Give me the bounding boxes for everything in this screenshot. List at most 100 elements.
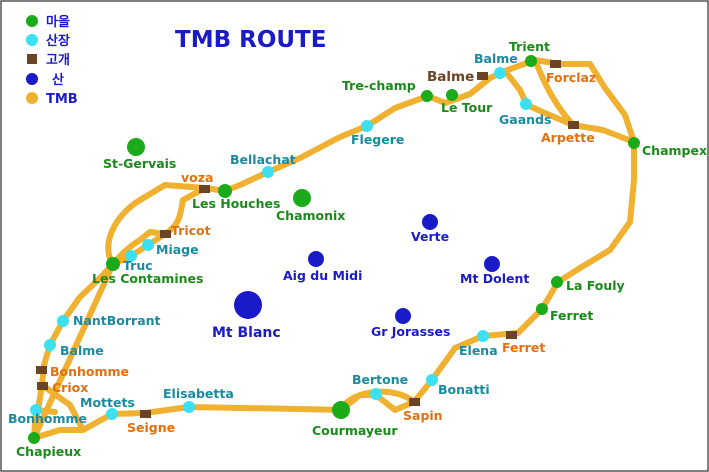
legend-hut-icon (26, 34, 38, 46)
legend-village-icon (26, 15, 38, 27)
marker-arpette (568, 121, 579, 129)
label-chamonix: Chamonix (276, 208, 345, 223)
route-arpette (532, 57, 576, 128)
label-tricot: Tricot (171, 223, 211, 238)
marker-criox (37, 382, 48, 390)
route-balme-trient (502, 68, 637, 145)
label-courmayeur: Courmayeur (312, 423, 398, 438)
label-ferret-pass: Ferret (502, 340, 545, 355)
marker-trient (525, 55, 537, 67)
marker-bonatti (426, 374, 438, 386)
label-trient: Trient (509, 39, 550, 54)
label-forclaz: Forclaz (546, 70, 596, 85)
label-bonhomme-hut: Bonhomme (8, 411, 87, 426)
label-les-houches: Les Houches (192, 196, 280, 211)
label-truc: Truc (123, 258, 153, 273)
label-gaands: Gaands (499, 112, 551, 127)
label-aig-du-midi: Aig du Midi (283, 268, 362, 283)
marker-elisabetta (183, 401, 195, 413)
marker-mt-dolent (484, 256, 500, 272)
legend-pass-label: 고개 (46, 53, 70, 68)
marker-gr-jorasses (395, 308, 411, 324)
marker-forclaz (550, 60, 561, 68)
route-tricot-variant (110, 185, 208, 267)
label-elena: Elena (459, 343, 498, 358)
label-gr-jorasses: Gr Jorasses (371, 324, 450, 339)
marker-balme-south (44, 339, 56, 351)
legend: 마을 산장 고개 산 TMB (26, 14, 78, 107)
label-flegere: Flegere (351, 132, 404, 147)
marker-balme-hut (494, 67, 506, 79)
labels: Trient Balme Balme Forclaz Tre-champ Le … (8, 39, 707, 459)
label-mt-dolent: Mt Dolent (460, 271, 529, 286)
label-sapin: Sapin (403, 408, 443, 423)
marker-st-gervais (127, 138, 145, 156)
legend-route-icon (26, 92, 38, 104)
label-bonhomme-pass: Bonhomme (50, 364, 129, 379)
marker-aig-du-midi (308, 251, 324, 267)
legend-route-label: TMB (46, 92, 78, 107)
label-champex: Champex (642, 143, 707, 158)
marker-courmayeur (332, 401, 350, 419)
legend-village-label: 마을 (46, 14, 70, 30)
marker-bellachat (262, 166, 274, 178)
marker-bertone (370, 388, 382, 400)
marker-voza (199, 185, 210, 193)
marker-ferret-village (536, 303, 548, 315)
legend-hut-label: 산장 (46, 33, 70, 49)
marker-les-contamines (106, 257, 120, 271)
marker-les-houches (218, 184, 232, 198)
legend-mountain-label: 산 (52, 72, 64, 88)
label-la-fouly: La Fouly (566, 278, 625, 293)
marker-nantborrant (57, 315, 69, 327)
marker-seigne (140, 410, 151, 418)
label-ferret-village: Ferret (550, 308, 593, 323)
marker-champex (628, 137, 640, 149)
label-seigne: Seigne (127, 420, 175, 435)
label-arpette: Arpette (541, 130, 595, 145)
label-criox: Criox (52, 380, 88, 395)
marker-mt-blanc (234, 291, 262, 319)
label-le-tour: Le Tour (441, 100, 493, 115)
label-tre-champ: Tre-champ (342, 78, 416, 93)
marker-le-tour (446, 89, 458, 101)
label-elisabetta: Elisabetta (163, 386, 234, 401)
marker-chapieux (28, 432, 40, 444)
marker-elena (477, 330, 489, 342)
marker-miage (142, 239, 154, 251)
marker-chamonix (293, 189, 311, 207)
route-bonhomme-variant (39, 382, 86, 433)
legend-mountain-icon (26, 73, 38, 85)
label-balme-south: Balme (60, 343, 104, 358)
map-title: TMB ROUTE (175, 27, 326, 53)
label-chapieux: Chapieux (16, 444, 81, 459)
label-voza: voza (181, 170, 213, 185)
label-verte: Verte (411, 229, 449, 244)
marker-flegere (361, 120, 373, 132)
label-nantborrant: NantBorrant (73, 313, 161, 328)
marker-la-fouly (551, 276, 563, 288)
marker-truc (125, 250, 137, 262)
marker-gaands (520, 98, 532, 110)
legend-pass-icon (27, 54, 37, 64)
marker-bonhomme-hut (30, 404, 42, 416)
label-bellachat: Bellachat (230, 152, 296, 167)
marker-mottets (106, 408, 118, 420)
label-les-contamines: Les Contamines (92, 271, 203, 286)
label-mottets: Mottets (80, 395, 135, 410)
marker-verte (422, 214, 438, 230)
marker-ferret-pass (506, 331, 517, 339)
label-bonatti: Bonatti (438, 382, 490, 397)
marker-tricot (160, 230, 171, 238)
label-miage: Miage (156, 242, 199, 257)
label-mt-blanc: Mt Blanc (212, 325, 281, 341)
marker-bonhomme-pass (36, 366, 47, 374)
marker-balme-pass (477, 72, 488, 80)
label-balme-hut: Balme (474, 51, 518, 66)
marker-tre-champ (421, 90, 433, 102)
label-st-gervais: St-Gervais (103, 156, 176, 171)
markers (28, 55, 640, 444)
label-balme-pass: Balme (427, 69, 474, 85)
